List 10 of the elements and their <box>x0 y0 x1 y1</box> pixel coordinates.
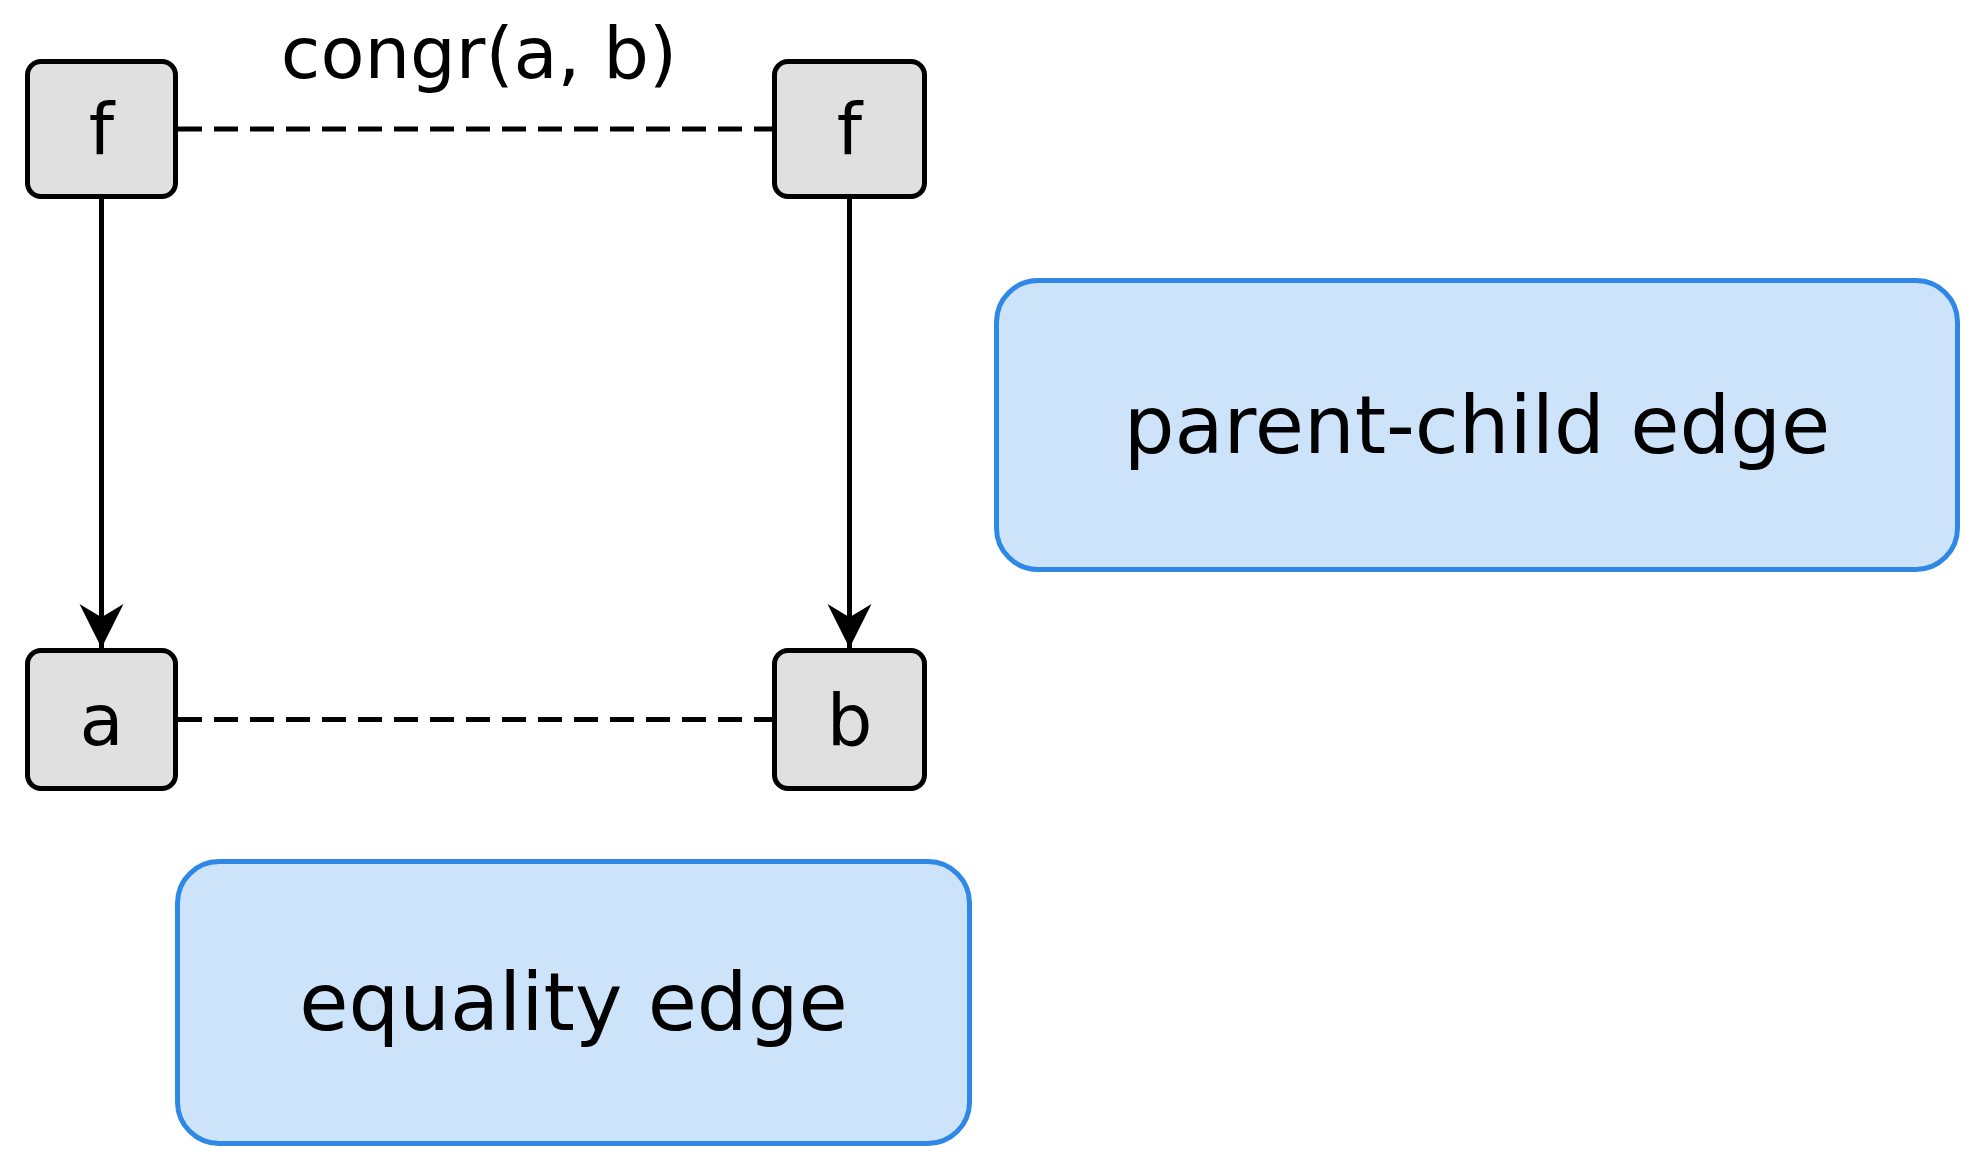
node-box: f <box>772 59 927 199</box>
rounded-box: equality edge <box>175 859 972 1146</box>
node-box: a <box>25 648 178 791</box>
node-box: f <box>25 59 178 199</box>
node-box: b <box>772 648 927 791</box>
dashed-line <box>178 717 772 722</box>
arrow <box>827 199 872 648</box>
rounded-box: parent-child edge <box>994 278 1960 572</box>
dashed-line <box>178 126 772 132</box>
arrow <box>79 199 124 648</box>
